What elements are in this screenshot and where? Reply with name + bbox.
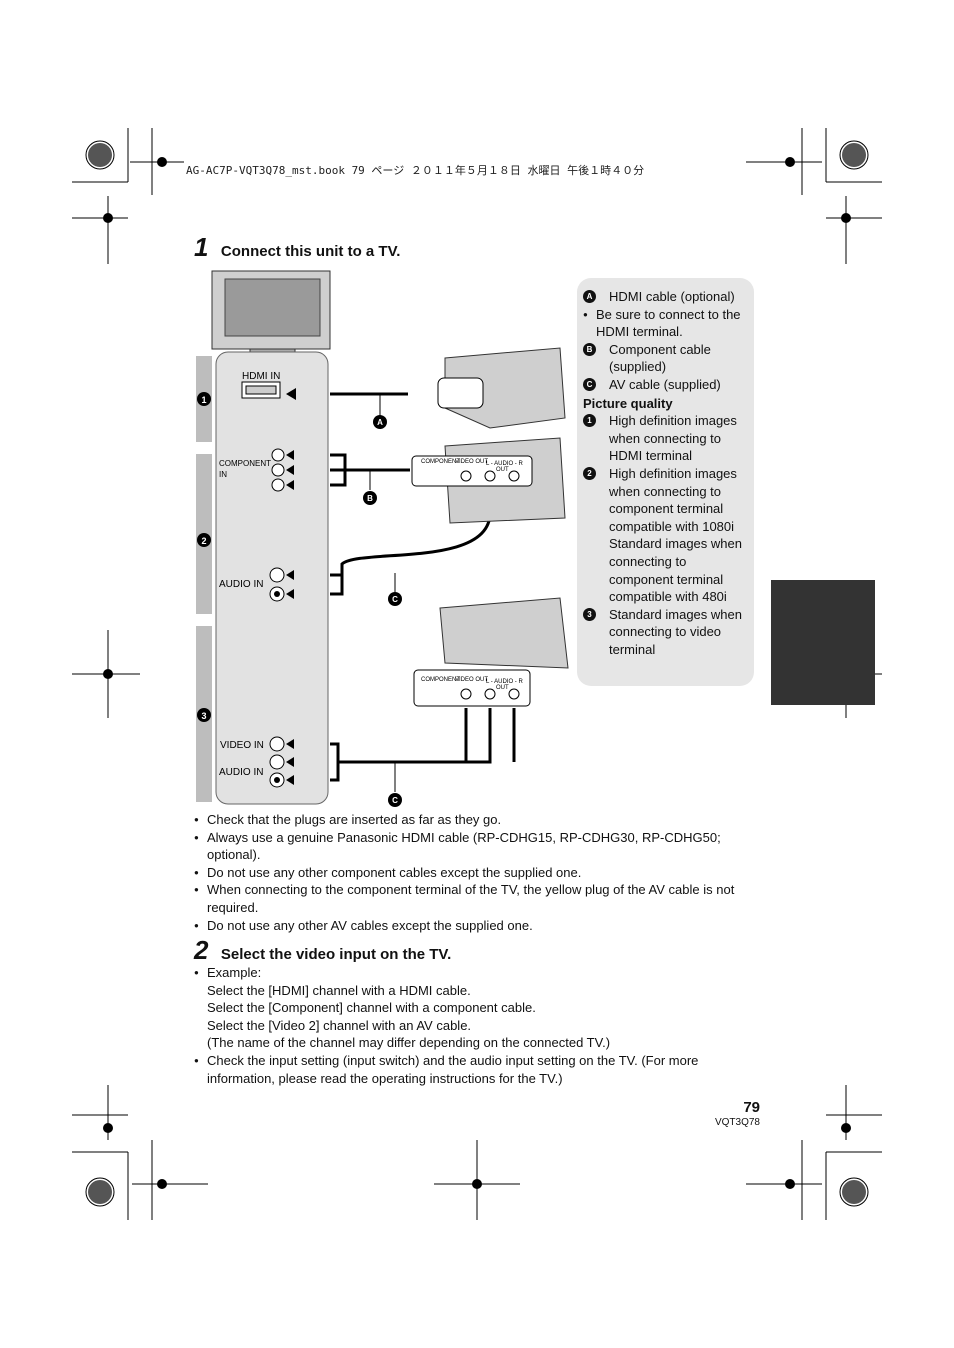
row-number-1: 1: [201, 395, 206, 405]
quality-item-1: 1 High definition images when connecting…: [583, 412, 751, 465]
quality-badge-1: 1: [583, 414, 596, 428]
info-item-a: A HDMI cable (optional): [583, 288, 751, 306]
note-item: Check that the plugs are inserted as far…: [194, 811, 760, 829]
info-a-label: HDMI cable (optional): [609, 289, 735, 304]
video-in-label: VIDEO IN: [220, 740, 264, 751]
step-2-heading: 2 Select the video input on the TV.: [194, 935, 451, 966]
component-in-label-1: COMPONENT: [219, 459, 271, 468]
camcorder-3: [439, 597, 569, 669]
example-line: Select the [HDMI] channel with a HDMI ca…: [207, 982, 471, 998]
cable-letter-b: B: [367, 494, 373, 503]
connection-diagram: HDMI IN COMPONENT IN AUDIO IN VIDEO IN A…: [196, 270, 569, 807]
badge-c: C: [583, 377, 596, 391]
file-header: AG-AC7P-VQT3Q78_mst.book 79 ページ ２０１１年５月１…: [186, 164, 645, 177]
cam-audio-label-2: L - AUDIO - R: [486, 679, 523, 685]
picture-quality-title: Picture quality: [583, 395, 673, 411]
audio-in-label-2: AUDIO IN: [219, 767, 263, 778]
note-item: When connecting to the component termina…: [194, 881, 760, 916]
step-1-title: Connect this unit to a TV.: [220, 243, 401, 260]
cam-component-label-2: COMPONENT: [421, 677, 460, 683]
step-2-notes: Example: Select the [HDMI] channel with …: [194, 964, 760, 1087]
notes-list: Check that the plugs are inserted as far…: [194, 811, 760, 934]
info-item-b: B Component cable (supplied): [583, 341, 751, 376]
step-2-title: Select the video input on the TV.: [220, 946, 452, 963]
quality-item-2: 2 High definition images when connecting…: [583, 465, 751, 606]
step-2-number: 2: [194, 935, 209, 965]
quality-badge-2: 2: [583, 466, 596, 480]
row-number-2: 2: [201, 536, 206, 546]
cam-out-label-2: OUT: [496, 685, 509, 691]
cam-video-out-label-2: VIDEO OUT: [455, 677, 488, 683]
quality-item-3: 3 Standard images when connecting to vid…: [583, 606, 751, 659]
component-in-label-2: IN: [219, 470, 227, 479]
note-item: Do not use any other AV cables except th…: [194, 917, 760, 935]
info-a-note: Be sure to connect to the HDMI terminal.: [583, 306, 751, 341]
info-c-label: AV cable (supplied): [609, 376, 721, 392]
audio-in-label: AUDIO IN: [219, 579, 263, 590]
cam-component-label: COMPONENT: [421, 459, 460, 465]
example-line: Select the [Component] channel with a co…: [207, 1000, 536, 1016]
cam-audio-label: L - AUDIO - R: [486, 461, 523, 467]
hdmi-in-label: HDMI IN: [242, 371, 280, 382]
document-code: VQT3Q78: [714, 1117, 760, 1128]
example-line: Select the [Video 2] channel with an AV …: [207, 1017, 472, 1033]
quality-1-text: High definition images when connecting t…: [609, 413, 737, 464]
cable-letter-a: A: [377, 418, 383, 427]
step-1-heading: 1 Connect this unit to a TV.: [194, 232, 400, 263]
input-setting-note: Check the input setting (input switch) a…: [194, 1052, 760, 1087]
badge-b: B: [583, 342, 596, 356]
note-item: Always use a genuine Panasonic HDMI cabl…: [194, 829, 760, 864]
cable-letter-c-2: C: [392, 796, 398, 805]
note-item: Do not use any other component cables ex…: [194, 864, 760, 882]
info-panel: [577, 278, 754, 686]
badge-a: A: [583, 290, 596, 303]
example-label: Example:: [194, 964, 760, 982]
section-tab: [771, 580, 875, 705]
quality-3-text: Standard images when connecting to video…: [609, 606, 742, 657]
page-number: 79: [743, 1099, 760, 1116]
cam-out-label: OUT: [496, 467, 509, 473]
quality-badge-3: 3: [583, 607, 596, 621]
cam-video-out-label: VIDEO OUT: [455, 459, 488, 465]
quality-2-text: High definition images when connecting t…: [609, 465, 742, 605]
info-b-label: Component cable (supplied): [609, 341, 711, 375]
info-item-c: C AV cable (supplied): [583, 376, 751, 394]
row-number-3: 3: [201, 711, 206, 721]
cable-letter-c: C: [392, 595, 398, 604]
step-1-number: 1: [194, 232, 209, 262]
example-line: (The name of the channel may differ depe…: [207, 1035, 611, 1051]
info-content: A HDMI cable (optional) Be sure to conne…: [583, 288, 751, 658]
